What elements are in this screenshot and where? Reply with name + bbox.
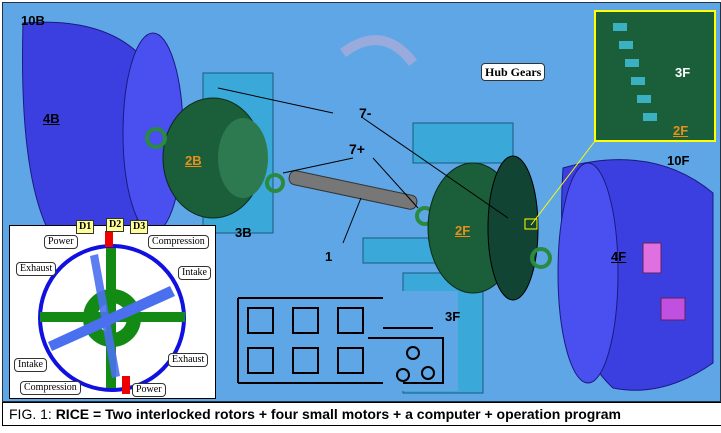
- figure-number: FIG. 1:: [9, 406, 52, 422]
- bearing: [145, 127, 167, 149]
- figure-caption: FIG. 1: RICE = Two interlocked rotors + …: [2, 402, 721, 426]
- label-2f-inset: 2F: [673, 123, 689, 138]
- callout-compression-bottom: Compression: [20, 381, 81, 395]
- label-4f: 4F: [611, 249, 627, 264]
- motor-10f: [660, 297, 686, 321]
- callout-intake-left: Intake: [14, 358, 47, 372]
- power-marker: [122, 376, 130, 394]
- motor-10f: [642, 242, 662, 274]
- timing-diagram: D1 D2 D3 Power Compression Exhaust Intak…: [9, 218, 216, 399]
- label-2b: 2B: [185, 153, 202, 168]
- d2-marker: [105, 231, 113, 247]
- tag-d1: D1: [76, 220, 95, 234]
- callout-exhaust-right: Exhaust: [168, 353, 209, 367]
- label-7-minus: 7-: [359, 105, 372, 121]
- bearing: [265, 173, 285, 193]
- caption-text: RICE = Two interlocked rotors + four sma…: [55, 406, 621, 422]
- label-10b: 10B: [21, 13, 45, 28]
- label-3f: 3F: [445, 309, 461, 324]
- callout-power-bottom: Power: [132, 383, 166, 397]
- tag-d3: D3: [130, 220, 149, 234]
- shaft-1: [288, 170, 418, 210]
- rotor-2f-vane: [412, 122, 514, 164]
- callout-intake-right: Intake: [178, 266, 211, 280]
- label-3f-inset: 3F: [675, 65, 691, 80]
- label-3b: 3B: [235, 225, 252, 240]
- rotation-arrow: [340, 35, 417, 67]
- label-1: 1: [325, 249, 333, 264]
- callout-power-top: Power: [44, 235, 78, 249]
- callout-exhaust-left: Exhaust: [16, 262, 57, 276]
- label-4b: 4B: [43, 111, 60, 126]
- exploded-assembly-view: 10B 4B 2B 3B 7- 7+ 1 Hub Gears 3F 2F 10F…: [2, 2, 721, 402]
- label-2f: 2F: [455, 223, 471, 238]
- label-10f: 10F: [667, 153, 690, 168]
- tag-d2: D2: [106, 218, 125, 232]
- hub-gears-callout: Hub Gears: [481, 63, 546, 81]
- label-7-plus: 7+: [349, 141, 365, 157]
- callout-compression-top: Compression: [148, 235, 209, 249]
- bearing: [530, 247, 552, 269]
- assembly-drawing: [22, 10, 716, 394]
- rotor-cross-section: [38, 231, 186, 394]
